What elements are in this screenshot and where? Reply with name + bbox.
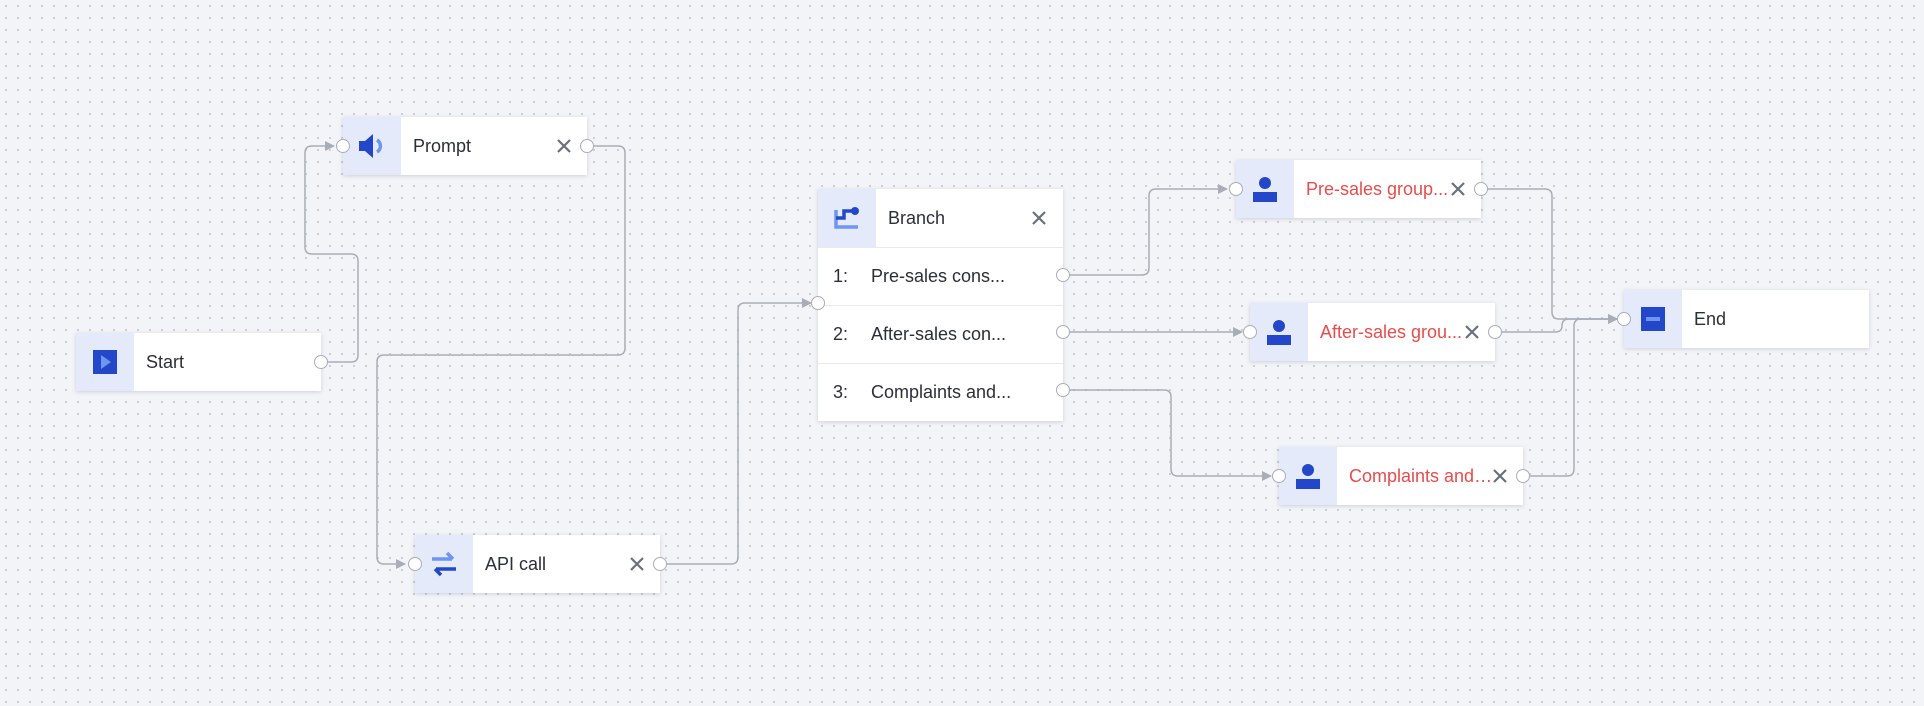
play-icon	[93, 350, 117, 374]
start-out-port[interactable]	[314, 355, 328, 369]
branch-condition-3[interactable]: 3: Complaints and...	[818, 364, 1063, 421]
edge-cond3-complaints[interactable]	[1063, 389, 1272, 481]
complaints-group-icon-box	[1279, 447, 1337, 505]
condition-text: Complaints and...	[871, 382, 1012, 402]
aftersales-group-node[interactable]: After-sales grou...	[1250, 303, 1495, 361]
api-call-node[interactable]: API call	[415, 535, 660, 593]
branch-condition-1-port[interactable]	[1056, 268, 1070, 282]
complaints-group-node[interactable]: Complaints and ...	[1279, 447, 1523, 505]
end-node-label: End	[1694, 308, 1727, 329]
end-node[interactable]: End	[1624, 290, 1869, 348]
presales-group-in-port[interactable]	[1229, 182, 1243, 196]
edge-complaints-end[interactable]	[1523, 314, 1618, 477]
aftersales-group-out-port[interactable]	[1488, 325, 1502, 339]
api-call-close-button[interactable]	[626, 553, 648, 575]
branch-condition-2-port[interactable]	[1056, 325, 1070, 339]
speaker-icon	[359, 134, 383, 158]
start-node-label: Start	[146, 351, 185, 372]
person-icon	[1296, 464, 1320, 489]
end-node-icon-box	[1624, 290, 1682, 348]
prompt-in-port[interactable]	[336, 139, 350, 153]
complaints-group-out-port[interactable]	[1516, 469, 1530, 483]
api-call-out-port[interactable]	[653, 557, 667, 571]
prompt-node[interactable]: Prompt	[343, 117, 587, 175]
close-icon	[1465, 325, 1479, 339]
condition-text: After-sales con...	[871, 324, 1007, 344]
complaints-group-close-button[interactable]	[1489, 465, 1511, 487]
aftersales-group-close-button[interactable]	[1461, 321, 1483, 343]
close-icon	[1451, 182, 1465, 196]
start-node-icon-box	[76, 333, 134, 391]
swap-arrows-icon	[432, 551, 456, 577]
presales-group-out-port[interactable]	[1474, 182, 1488, 196]
branch-node-header: Branch	[818, 189, 1063, 248]
stop-icon	[1641, 307, 1665, 331]
condition-index: 1:	[833, 266, 849, 286]
close-icon	[557, 139, 571, 153]
branch-node-icon-box	[818, 189, 876, 247]
prompt-node-icon-box	[343, 117, 401, 175]
edge-start-prompt[interactable]	[304, 141, 359, 363]
person-icon	[1267, 320, 1291, 345]
edge-aftersales-end[interactable]	[1495, 314, 1618, 333]
edge-presales-end[interactable]	[1481, 188, 1618, 324]
presales-group-close-button[interactable]	[1447, 178, 1469, 200]
condition-index: 2:	[833, 324, 849, 344]
branch-node[interactable]: Branch 1: Pre-sales cons... 2: After-sal…	[818, 189, 1063, 421]
branch-condition-1[interactable]: 1: Pre-sales cons...	[818, 248, 1063, 306]
prompt-out-port[interactable]	[580, 139, 594, 153]
aftersales-group-in-port[interactable]	[1243, 325, 1257, 339]
branch-in-port[interactable]	[811, 296, 825, 310]
complaints-group-in-port[interactable]	[1272, 469, 1286, 483]
presales-group-node[interactable]: Pre-sales group...	[1236, 160, 1481, 218]
condition-index: 3:	[833, 382, 849, 402]
condition-text: Pre-sales cons...	[871, 266, 1006, 286]
close-icon	[1493, 469, 1507, 483]
branch-condition-3-port[interactable]	[1056, 383, 1070, 397]
api-call-node-icon-box	[415, 535, 473, 593]
branch-icon	[834, 207, 859, 229]
edge-prompt-api[interactable]	[376, 145, 626, 569]
close-icon	[1032, 211, 1046, 225]
edge-api-branch[interactable]	[660, 298, 812, 565]
close-icon	[630, 557, 644, 571]
api-call-in-port[interactable]	[408, 557, 422, 571]
branch-close-button[interactable]	[1028, 207, 1050, 229]
presales-group-icon-box	[1236, 160, 1294, 218]
aftersales-group-icon-box	[1250, 303, 1308, 361]
branch-condition-2[interactable]: 2: After-sales con...	[818, 306, 1063, 364]
edge-cond1-presales[interactable]	[1063, 184, 1228, 276]
start-node[interactable]: Start	[76, 333, 321, 391]
branch-node-label: Branch	[888, 207, 946, 228]
end-in-port[interactable]	[1617, 312, 1631, 326]
person-icon	[1253, 177, 1277, 202]
prompt-close-button[interactable]	[553, 135, 575, 157]
